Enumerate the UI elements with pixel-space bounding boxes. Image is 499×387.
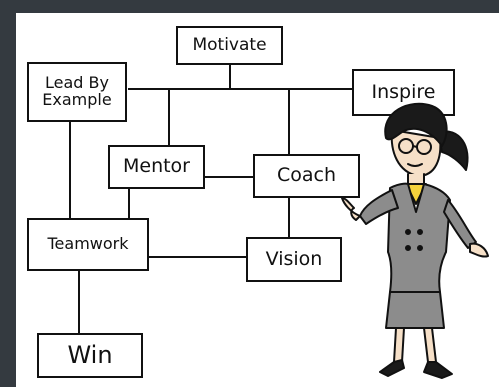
node-motivate: Motivate bbox=[176, 26, 283, 65]
node-mentor-label: Mentor bbox=[122, 155, 190, 178]
node-motivate-label: Motivate bbox=[192, 34, 267, 55]
node-lead-by-example-label-line2: Example bbox=[42, 90, 112, 109]
jacket-button bbox=[405, 245, 411, 251]
connector-motivate-down bbox=[229, 64, 231, 89]
node-lead-by-example-label-line1: Lead By bbox=[45, 73, 109, 93]
left-shoe bbox=[379, 359, 405, 377]
connector-mentor-to-teamwork bbox=[128, 188, 130, 220]
node-mentor: Mentor bbox=[108, 145, 205, 189]
node-teamwork: Teamwork bbox=[27, 218, 149, 271]
node-lead-by-example: Lead By Example bbox=[27, 62, 127, 122]
node-teamwork-label: Teamwork bbox=[47, 234, 129, 254]
pointing-hand bbox=[341, 197, 361, 221]
connector-main-to-coach bbox=[288, 88, 290, 155]
node-coach-label: Coach bbox=[276, 164, 337, 187]
glasses-bridge bbox=[412, 145, 418, 148]
node-inspire-label: Inspire bbox=[371, 80, 436, 103]
left-leg bbox=[393, 327, 405, 363]
connector-mentor-to-coach bbox=[204, 176, 254, 178]
connector-teamwork-to-win bbox=[78, 270, 80, 334]
mouth bbox=[407, 163, 423, 167]
businesswoman-illustration bbox=[341, 102, 489, 379]
jacket-button bbox=[417, 229, 423, 235]
hair-top bbox=[384, 102, 448, 147]
neck bbox=[407, 173, 425, 185]
connector-lead-to-teamwork bbox=[69, 121, 71, 219]
right-hand bbox=[469, 242, 489, 258]
connector-teamwork-to-vision bbox=[148, 256, 247, 258]
connector-main-horizontal bbox=[128, 88, 358, 90]
node-win-label: Win bbox=[67, 340, 113, 369]
jacket-button bbox=[417, 245, 423, 251]
pointing-arm bbox=[359, 189, 399, 225]
connector-coach-to-vision bbox=[288, 197, 290, 238]
right-shoe bbox=[423, 361, 453, 379]
node-win: Win bbox=[37, 333, 143, 378]
node-vision-label: Vision bbox=[265, 247, 323, 270]
node-coach: Coach bbox=[253, 154, 360, 198]
jacket-button bbox=[405, 229, 411, 235]
connector-main-to-mentor bbox=[168, 88, 170, 146]
jacket bbox=[387, 182, 451, 293]
skirt bbox=[385, 291, 445, 329]
node-vision: Vision bbox=[246, 237, 342, 282]
right-leg bbox=[423, 327, 437, 363]
right-arm bbox=[443, 199, 477, 249]
